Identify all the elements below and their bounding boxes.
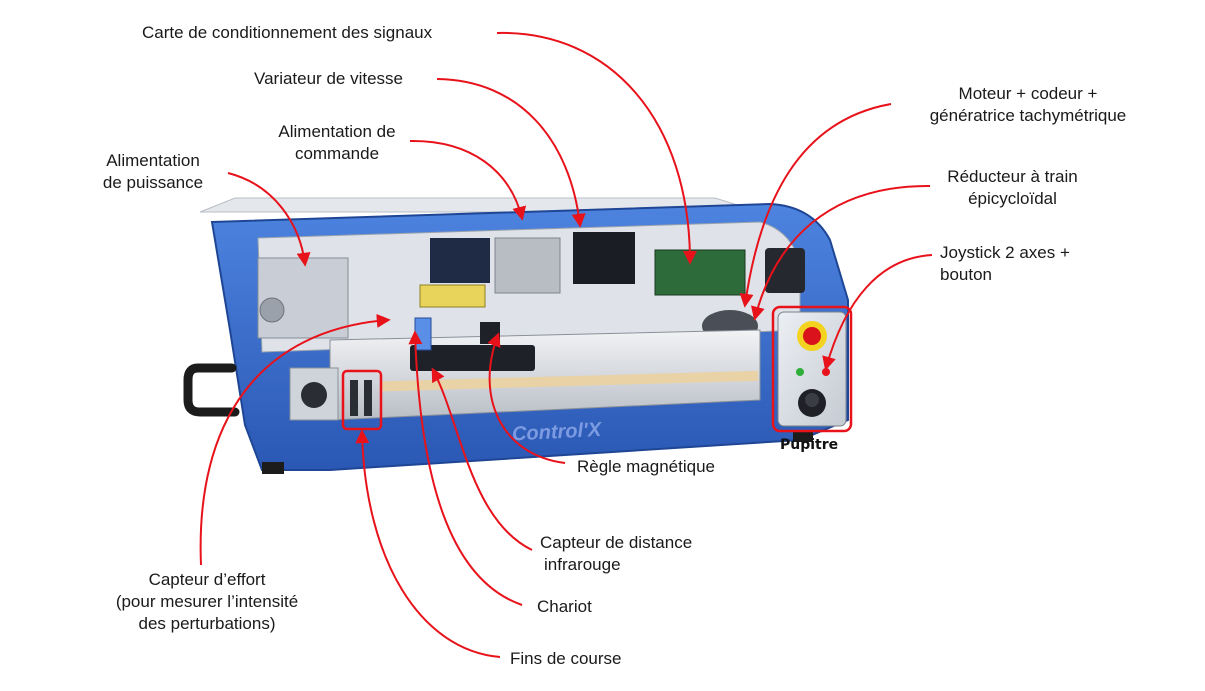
label-alim-puissance: Alimentation de puissance [88, 150, 218, 194]
label-reducteur-line2: épicycloïdal [968, 189, 1057, 208]
arrow-chariot [408, 330, 523, 606]
arrow-capteur-effort [199, 313, 391, 566]
label-alim-puissance-line1: Alimentation [106, 151, 200, 170]
arrow-reducteur [751, 184, 931, 321]
callout-arrows [199, 31, 933, 658]
speed-variator [494, 237, 561, 294]
pupitre-highlight [771, 305, 853, 433]
arrow-capteur-distance [431, 367, 533, 551]
carry-handle [183, 363, 240, 417]
arrow-alim-puissance [227, 172, 311, 267]
carriage-sensor [414, 317, 432, 351]
label-capteur-effort-line2: (pour mesurer l’intensité [115, 592, 299, 611]
label-alim-commande-line1: Alimentation de [278, 122, 396, 141]
label-alim-commande: Alimentation de commande [262, 121, 412, 165]
magnetic-scale [380, 370, 758, 392]
force-sensor-disk [301, 382, 327, 408]
label-joystick-line1: Joystick 2 axes + [940, 243, 1070, 262]
label-moteur-line2: génératrice tachymétrique [929, 106, 1127, 125]
motor [765, 248, 805, 293]
label-reducteur: Réducteur à train épicycloïdal [930, 166, 1095, 210]
label-moteur: Moteur + codeur + génératrice tachymétri… [896, 83, 1160, 127]
label-capteur-distance-line1: Capteur de distance [540, 533, 693, 552]
power-supply-fan [259, 297, 285, 323]
label-capteur-effort-line1: Capteur d’effort [148, 570, 266, 589]
label-alim-commande-line2: commande [294, 144, 380, 163]
label-reducteur-line1: Réducteur à train [947, 167, 1078, 186]
label-variateur: Variateur de vitesse [254, 69, 403, 88]
label-pupitre: Pupitre [780, 437, 839, 453]
red-indicator [822, 368, 830, 376]
green-indicator [796, 368, 804, 376]
signal-card [573, 232, 635, 284]
label-capteur-effort-line3: des perturbations) [138, 614, 276, 633]
label-capteur-distance-line2: infrarouge [544, 555, 621, 574]
machine-illustration: Control'X [183, 197, 849, 474]
label-regle: Règle magnétique [577, 457, 715, 476]
arrow-regle [487, 332, 566, 464]
joystick-knob [805, 393, 819, 407]
label-moteur-line1: Moteur + codeur + [958, 84, 1098, 103]
label-capteur-distance: Capteur de distance infrarouge [540, 532, 692, 576]
carriage [410, 345, 535, 371]
arrow-alim-commande [409, 139, 527, 221]
arrow-carte [496, 31, 697, 265]
limit-switch-1 [350, 380, 358, 416]
arrow-moteur [739, 103, 892, 308]
pupitre-panel [777, 311, 847, 427]
control-board [654, 249, 746, 296]
brand-text: Control'X [511, 419, 603, 446]
limit-switch-highlight [341, 369, 383, 431]
arrow-joystick [822, 254, 933, 371]
arrow-variateur [436, 78, 586, 228]
command-supply-unit [430, 238, 490, 283]
foot-right [793, 430, 813, 442]
label-capteur-effort: Capteur d’effort (pour mesurer l’intensi… [72, 569, 342, 635]
command-supply-terminal [419, 284, 486, 308]
limit-switch-2 [364, 380, 372, 416]
label-chariot: Chariot [537, 597, 592, 616]
emergency-stop-button [803, 327, 821, 345]
label-fins-course: Fins de course [510, 649, 622, 668]
label-joystick: Joystick 2 axes + bouton [940, 242, 1070, 286]
label-joystick-line2: bouton [940, 265, 992, 284]
arrow-fins-course [355, 429, 501, 658]
label-alim-puissance-line2: de puissance [102, 173, 204, 192]
label-carte: Carte de conditionnement des signaux [142, 23, 433, 42]
foot-left [262, 462, 284, 474]
